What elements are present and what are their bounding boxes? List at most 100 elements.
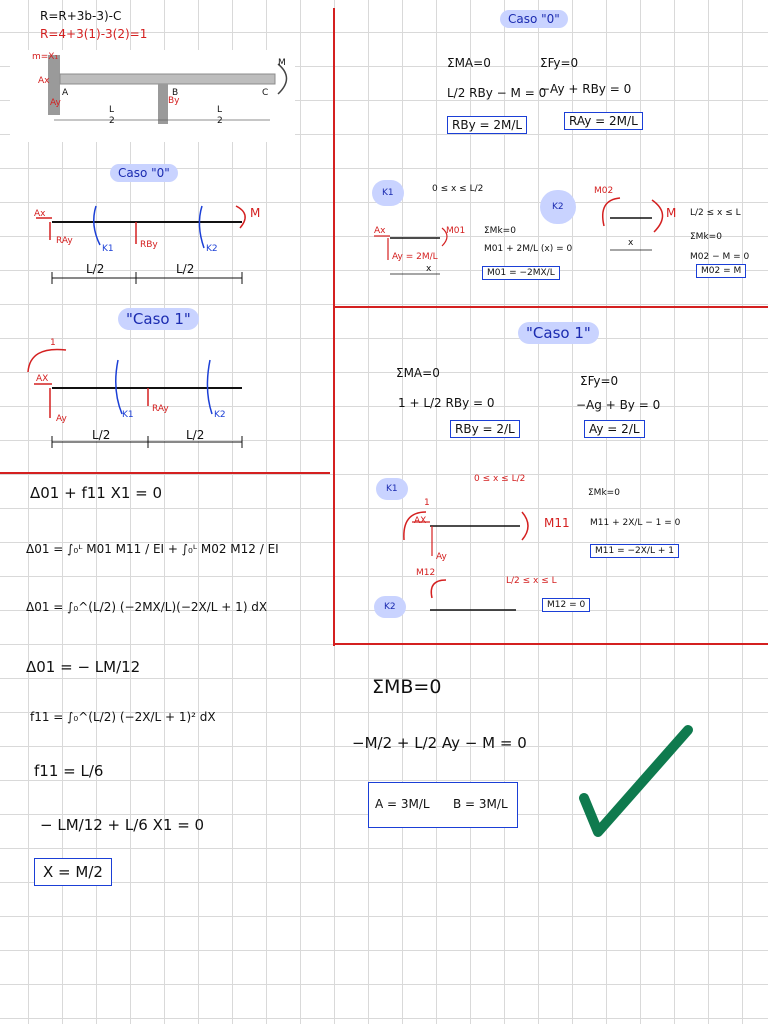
caso0-m: M — [250, 206, 261, 220]
caso0-k1-eq: M01 + 2M/L (x) = 0 — [484, 244, 573, 254]
label-l2: L — [217, 105, 223, 115]
caso1-k1-ay: Ay — [436, 552, 447, 562]
caso1-k2-m12: M12 — [416, 568, 436, 578]
fixed-support — [48, 55, 60, 115]
caso1-k2-res: M12 = 0 — [542, 598, 591, 612]
vertical-divider-top — [333, 8, 335, 646]
caso0-k2-badge: K2 — [540, 190, 576, 224]
caso0-k1: K1 — [102, 244, 114, 254]
annotation-by: By — [168, 96, 180, 106]
caso0-k1-ay: Ay = 2M/L — [392, 252, 438, 262]
horizontal-divider-left — [0, 472, 330, 474]
caso0-k1-m01: M01 — [446, 226, 466, 236]
caso1-k1: K1 — [122, 410, 134, 420]
caso1-ray: RAy — [152, 404, 169, 414]
caso1-eq-fy: ΣFy=0 — [580, 374, 619, 388]
caso0-k2-m02: M02 — [594, 186, 614, 196]
caso1-ax: AX — [36, 374, 49, 384]
formula-redundancy-value: R=4+3(1)-3(2)=1 — [40, 27, 148, 41]
label-b: B — [172, 88, 179, 98]
caso1-dim2: L/2 — [186, 428, 205, 442]
label-half1: 2 — [109, 116, 115, 126]
caso0-res-ray: RAy = 2M/L — [564, 112, 643, 130]
compat-eq3: Δ01 = ∫₀^(L/2) (−2MX/L)(−2X/L + 1) dX — [26, 600, 268, 614]
final-eq-mb: ΣMB=0 — [372, 676, 442, 698]
compat-eq1: Δ01 + f11 X1 = 0 — [30, 484, 163, 502]
caso1-k1-ax: AX — [414, 516, 427, 526]
caso0-k2-eq: M02 − M = 0 — [690, 252, 750, 262]
caso1-k1-mk: ΣMk=0 — [588, 488, 620, 498]
label-c: C — [262, 88, 269, 98]
annotation-ay: Ay — [50, 98, 61, 108]
caso1-k2-range: L/2 ≤ x ≤ L — [506, 576, 557, 586]
caso1-res-ay: Ay = 2/L — [584, 420, 645, 438]
caso1-eq2: −Ag + By = 0 — [576, 398, 661, 412]
caso0-k1-x: x — [426, 264, 432, 274]
label-m: M — [278, 58, 286, 68]
annotation-ax: Ax — [38, 76, 50, 86]
label-half2: 2 — [217, 116, 223, 126]
caso0-k2: K2 — [206, 244, 218, 254]
caso0-eq-fy: ΣFy=0 — [540, 56, 579, 70]
caso0-k2-m: M — [666, 206, 677, 220]
caso1-eq1: 1 + L/2 RBy = 0 — [398, 396, 495, 410]
final-res-a: A = 3M/L — [375, 797, 430, 811]
caso0-k2-range: L/2 ≤ x ≤ L — [690, 208, 741, 218]
caso0-ax: Ax — [34, 209, 46, 219]
label-l1: L — [109, 105, 115, 115]
caso1-k1-one: 1 — [424, 498, 430, 508]
caso0-res-rby: RBy = 2M/L — [447, 116, 528, 134]
caso0-k1-eq-mk: ΣMk=0 — [484, 226, 516, 236]
caso0-k1-badge: K1 — [372, 180, 404, 206]
caso1-k1-range: 0 ≤ x ≤ L/2 — [474, 474, 526, 484]
final-result-box: A = 3M/L B = 3M/L — [368, 782, 518, 828]
annotation-m: m=X₁ — [32, 52, 59, 62]
caso1-ay: Ay — [56, 414, 67, 424]
final-eq1: −M/2 + L/2 Ay − M = 0 — [352, 734, 527, 752]
moment-arrow — [277, 63, 288, 95]
compat-eq2: Δ01 = ∫₀ᴸ M01 M11 / EI + ∫₀ᴸ M02 M12 / E… — [26, 542, 279, 556]
caso0-eq1: L/2 RBy − M = 0 — [447, 86, 547, 100]
caso1-k1-badge: K1 — [376, 478, 408, 500]
caso1-res-rby: RBy = 2/L — [450, 420, 520, 438]
caso1-eq-ma: ΣMA=0 — [396, 366, 440, 380]
caso0-dim2: L/2 — [176, 262, 195, 276]
caso1-k1-m11: M11 — [544, 516, 570, 530]
compat-eq4: Δ01 = − LM/12 — [26, 658, 141, 676]
caso0-k1-res: M01 = −2MX/L — [482, 266, 560, 280]
caso0-dim1: L/2 — [86, 262, 105, 276]
caso0-k2-res: M02 = M — [696, 264, 747, 278]
compat-eq6: f11 = L/6 — [34, 762, 104, 780]
caso1-title-left: "Caso 1" — [118, 308, 199, 330]
support-b — [158, 84, 168, 124]
formula-redundancy: R=R+3b-3)-C — [40, 9, 122, 23]
horizontal-divider-right — [335, 306, 768, 308]
caso0-k1-ax: Ax — [374, 226, 386, 236]
beam-figure: M A B C L 2 L 2 m=X₁ Ax Ay By — [10, 50, 295, 142]
caso1-dim1: L/2 — [92, 428, 111, 442]
caso1-k1-res: M11 = −2X/L + 1 — [590, 544, 679, 558]
compat-result: X = M/2 — [34, 858, 112, 886]
caso1-k2: K2 — [214, 410, 226, 420]
caso0-k1-range: 0 ≤ x ≤ L/2 — [432, 184, 484, 194]
caso0-eq-ma: ΣMA=0 — [447, 56, 491, 70]
caso0-k2-eq-mk: ΣMk=0 — [690, 232, 722, 242]
final-res-b: B = 3M/L — [453, 797, 508, 811]
caso1-k2-badge: K2 — [374, 596, 406, 618]
caso1-title-right: "Caso 1" — [518, 322, 599, 344]
caso1-one: 1 — [50, 338, 56, 348]
caso0-rby: RBy — [140, 240, 158, 250]
compat-eq5: f11 = ∫₀^(L/2) (−2X/L + 1)² dX — [30, 710, 216, 724]
caso0-title-left: Caso "0" — [110, 164, 178, 182]
horizontal-divider-right-bottom — [335, 643, 768, 645]
label-a: A — [62, 88, 69, 98]
caso0-k2-x: x — [628, 238, 634, 248]
caso0-ray: RAy — [56, 236, 73, 246]
